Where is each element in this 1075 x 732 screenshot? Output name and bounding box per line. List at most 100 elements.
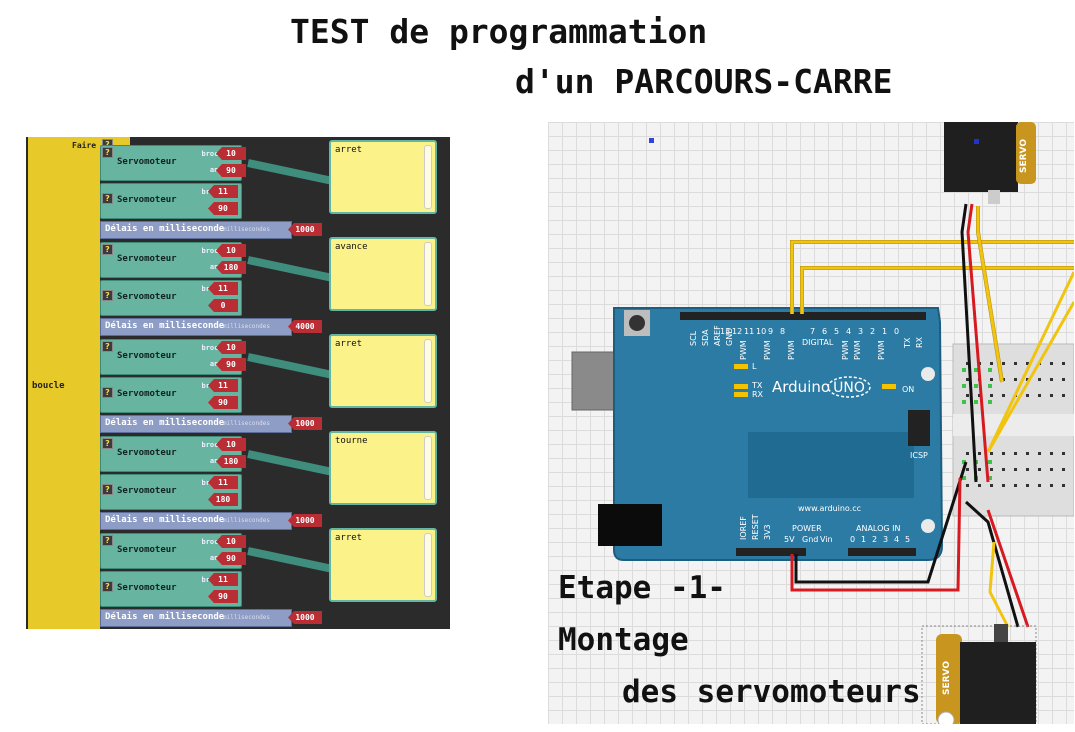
pin-param-label: broche# [201, 344, 231, 352]
angle-value[interactable]: 90 [216, 552, 246, 565]
delay-value[interactable]: 1000 [288, 611, 322, 624]
digital-pin-label: 10 [756, 327, 766, 336]
servo-block-label: Servomoteur [117, 389, 177, 399]
pin-value[interactable]: 11 [208, 379, 238, 392]
on-label: ON [902, 385, 914, 394]
pin-value[interactable]: 11 [208, 185, 238, 198]
pin-value[interactable]: 10 [216, 147, 246, 160]
pwm-label: PWM [853, 340, 862, 360]
pin-param-label: broche# [201, 441, 231, 449]
digital-pin-label: 6 [822, 327, 827, 336]
help-icon[interactable]: ? [102, 484, 113, 495]
loop-block[interactable] [28, 137, 100, 629]
title-line-1: TEST de programmation [290, 12, 708, 51]
delay-block[interactable]: Délais en milliseconde millisecondes [100, 512, 292, 530]
comment-scrollbar[interactable] [424, 533, 432, 597]
angle-value[interactable]: 0 [208, 299, 238, 312]
servo-block-label: Servomoteur [117, 254, 177, 264]
servo-block-label: Servomoteur [117, 157, 177, 167]
delay-value[interactable]: 4000 [288, 320, 322, 333]
delay-block[interactable]: Délais en milliseconde millisecondes [100, 318, 292, 336]
delay-block-label: Délais en milliseconde [105, 612, 225, 622]
comment-note[interactable]: arret [329, 528, 437, 602]
pin-param-label: broche# [201, 538, 231, 546]
comment-scrollbar[interactable] [424, 339, 432, 403]
top-pin-label: AREF [713, 325, 722, 346]
digital-pin-label: 11 [744, 327, 754, 336]
delay-block-label: Délais en milliseconde [105, 515, 225, 525]
txrx-pin-label: TX [903, 337, 912, 349]
servo-bottom: SERVO [921, 624, 1037, 724]
power-pin-label: IOREF [739, 516, 748, 540]
angle-value[interactable]: 90 [208, 202, 238, 215]
pwm-label: PWM [739, 340, 748, 360]
comment-scrollbar[interactable] [424, 145, 432, 209]
pin-value[interactable]: 11 [208, 573, 238, 586]
help-icon[interactable]: ? [102, 387, 113, 398]
circuit-svg: SERVO [571, 122, 1074, 724]
led-tx-label: TX [751, 381, 763, 390]
loop-boucle-label: boucle [32, 381, 65, 391]
delay-block[interactable]: Délais en milliseconde millisecondes [100, 609, 292, 627]
pin-value[interactable]: 10 [216, 341, 246, 354]
comment-scrollbar[interactable] [424, 436, 432, 500]
arduino-board: Arduino UNO ON L TX RX www.arduino.cc DI… [571, 307, 944, 561]
delay-block-label: Délais en milliseconde [105, 224, 225, 234]
delay-value[interactable]: 1000 [288, 223, 322, 236]
help-icon[interactable]: ? [102, 147, 113, 158]
board-model: UNO [833, 380, 865, 396]
digital-pin-label: 8 [780, 327, 785, 336]
comment-note[interactable]: arret [329, 140, 437, 214]
angle-value[interactable]: 90 [208, 590, 238, 603]
angle-value[interactable]: 90 [216, 358, 246, 371]
comment-connector [247, 547, 333, 573]
comment-connector [247, 450, 333, 476]
pin-value[interactable]: 10 [216, 438, 246, 451]
comment-scrollbar[interactable] [424, 242, 432, 306]
angle-value[interactable]: 180 [216, 455, 246, 468]
top-pin-label: SDA [701, 329, 710, 346]
help-icon[interactable]: ? [102, 438, 113, 449]
digital-pin-label: 12 [732, 327, 742, 336]
comment-note[interactable]: tourne [329, 431, 437, 505]
delay-value[interactable]: 1000 [288, 417, 322, 430]
comment-note[interactable]: arret [329, 334, 437, 408]
angle-value[interactable]: 180 [208, 493, 238, 506]
help-icon[interactable]: ? [102, 193, 113, 204]
pin-param-label: broche# [201, 247, 231, 255]
power-pin-label: Vin [820, 535, 833, 544]
servo-block-label: Servomoteur [117, 583, 177, 593]
help-icon[interactable]: ? [102, 341, 113, 352]
digital-pin-label: 1 [882, 327, 887, 336]
delay-block-label: Délais en milliseconde [105, 418, 225, 428]
delay-param-label: millisecondes [223, 420, 270, 427]
comment-text: arret [335, 533, 363, 543]
digital-pin-label: 0 [894, 327, 899, 336]
help-icon[interactable]: ? [102, 244, 113, 255]
delay-block[interactable]: Délais en milliseconde millisecondes [100, 221, 292, 239]
circuit-diagram: SERVO [548, 122, 1074, 724]
power-pin-label: Gnd [802, 535, 818, 544]
comment-note[interactable]: avance [329, 237, 437, 311]
angle-value[interactable]: 180 [216, 261, 246, 274]
analog-pin-label: 3 [883, 535, 888, 544]
pin-value[interactable]: 10 [216, 535, 246, 548]
pin-value[interactable]: 11 [208, 282, 238, 295]
digital-pin-label: 2 [870, 327, 875, 336]
pin-value[interactable]: 10 [216, 244, 246, 257]
delay-block[interactable]: Délais en milliseconde millisecondes [100, 415, 292, 433]
analog-label: ANALOG IN [856, 524, 901, 533]
caption-line-1: Etape -1- [558, 570, 726, 606]
caption-line-2: Montage [558, 622, 689, 658]
angle-value[interactable]: 90 [208, 396, 238, 409]
comment-text: arret [335, 145, 363, 155]
power-pin-label: 3V3 [763, 524, 772, 540]
help-icon[interactable]: ? [102, 535, 113, 546]
angle-value[interactable]: 90 [216, 164, 246, 177]
help-icon[interactable]: ? [102, 581, 113, 592]
servo-block-label: Servomoteur [117, 292, 177, 302]
pin-value[interactable]: 11 [208, 476, 238, 489]
help-icon[interactable]: ? [102, 290, 113, 301]
delay-value[interactable]: 1000 [288, 514, 322, 527]
